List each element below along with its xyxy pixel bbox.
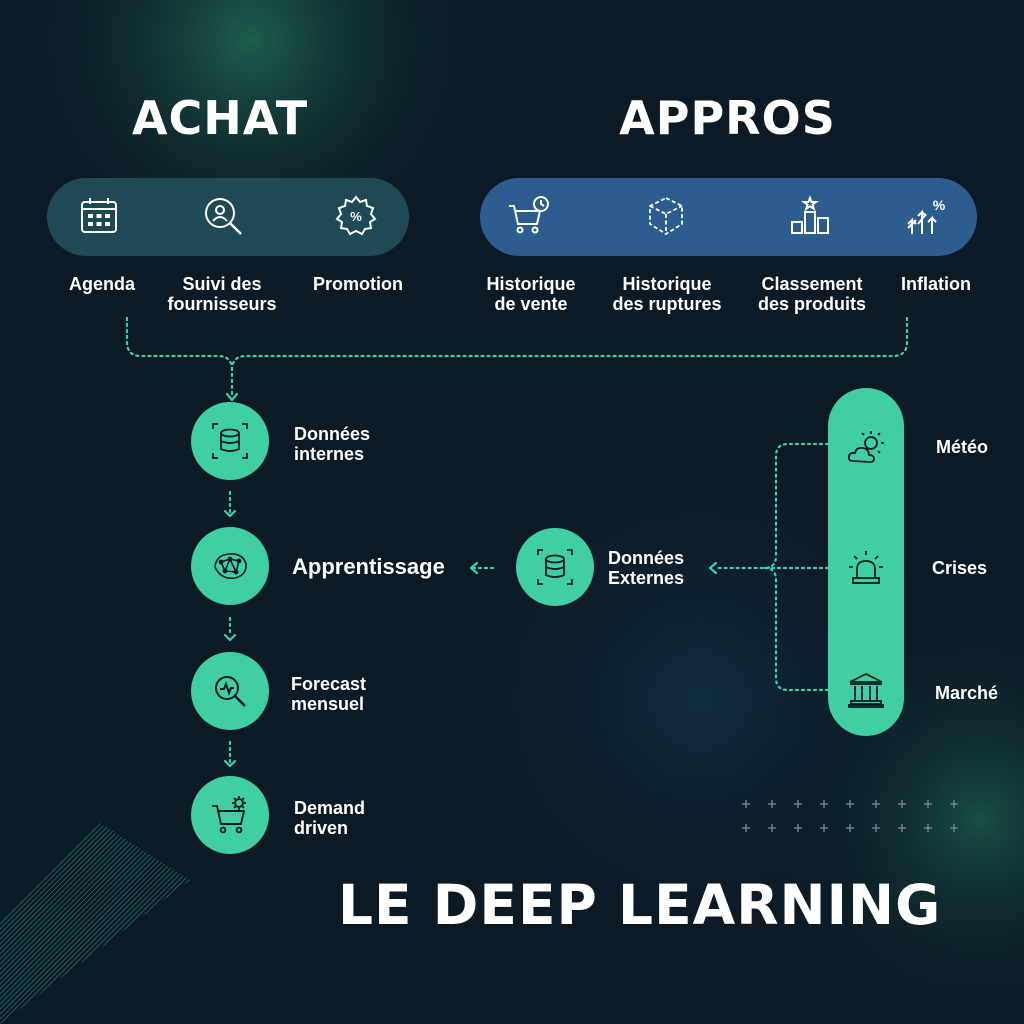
- plus-mark: [794, 800, 802, 808]
- svg-text:%: %: [933, 197, 946, 213]
- svg-text:%: %: [350, 209, 362, 224]
- learning-node: [191, 527, 269, 605]
- appros-title: APPROS: [619, 91, 836, 145]
- cart-gear-icon: [212, 796, 246, 834]
- plus-mark: [846, 800, 854, 808]
- plus-mark: [950, 824, 958, 832]
- database-icon: [212, 423, 248, 459]
- forecast-node: [191, 652, 269, 730]
- internal-data-node: [191, 402, 269, 480]
- plus-mark: [794, 824, 802, 832]
- magnify-chart-icon: [215, 676, 246, 707]
- plus-mark: [898, 824, 906, 832]
- plus-mark: [924, 800, 932, 808]
- crises-label: Crises: [932, 558, 988, 578]
- supplier-search-icon: [201, 194, 245, 238]
- weather-icon: [845, 428, 885, 468]
- plus-mark: [872, 800, 880, 808]
- appros-pill: [480, 178, 977, 256]
- plus-mark: [924, 824, 932, 832]
- bank-icon: [846, 670, 886, 710]
- alarm-light-icon: [846, 548, 886, 588]
- demand-node: [191, 776, 269, 854]
- plus-mark: [768, 800, 776, 808]
- podium-icon: [788, 194, 832, 238]
- database-icon: [537, 549, 573, 585]
- label-promotion: Promotion: [313, 274, 403, 294]
- percent-badge-icon: %: [334, 194, 378, 238]
- plus-mark: [768, 824, 776, 832]
- plus-mark: [846, 824, 854, 832]
- external-data-node: [516, 528, 594, 606]
- calendar-icon: [77, 194, 121, 238]
- broken-box-icon: [644, 194, 688, 238]
- plus-mark: [742, 824, 750, 832]
- label-agenda: Agenda: [68, 274, 135, 294]
- plus-mark: [820, 824, 828, 832]
- plus-mark: [742, 800, 750, 808]
- inflation-arrows-icon: %: [904, 194, 948, 238]
- label-inflation: Inflation: [901, 274, 971, 294]
- footer-title: LE DEEP LEARNING: [338, 873, 942, 937]
- plus-mark: [950, 800, 958, 808]
- neural-network-icon: [214, 553, 247, 580]
- plus-mark: [872, 824, 880, 832]
- achat-title: ACHAT: [131, 91, 309, 145]
- weather-label: Météo: [936, 437, 989, 457]
- market-label: Marché: [935, 683, 999, 703]
- decorative-plus-grid: [742, 800, 958, 832]
- learning-label: Apprentissage: [292, 554, 445, 579]
- plus-mark: [820, 800, 828, 808]
- plus-mark: [898, 800, 906, 808]
- cart-clock-icon: [507, 194, 551, 238]
